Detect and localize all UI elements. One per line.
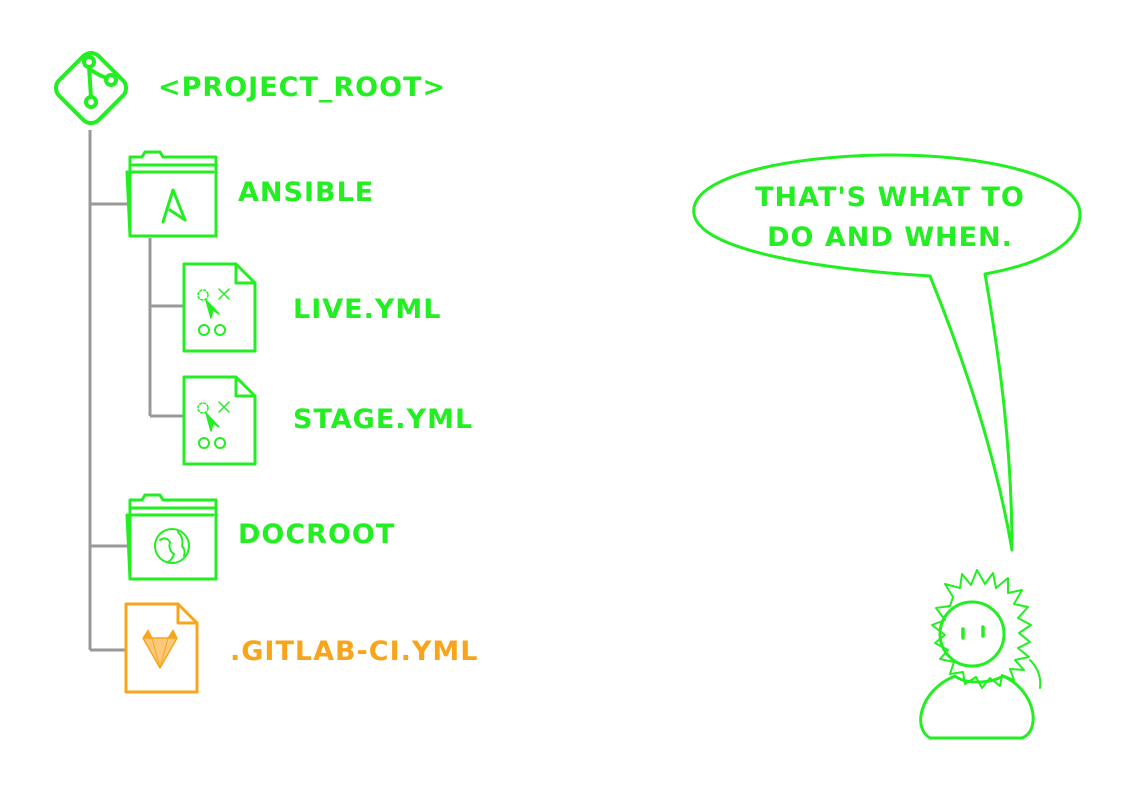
playbook-file-icon — [182, 262, 257, 353]
playbook-file-icon — [182, 375, 257, 466]
gitlab-ci-file-label: .GITLAB-CI.YML — [230, 636, 479, 667]
git-icon — [53, 50, 129, 126]
project-root-label: <PROJECT_ROOT> — [158, 72, 447, 103]
speech-bubble — [692, 153, 1082, 552]
globe-folder-icon — [125, 493, 218, 581]
stage-yml-label: STAGE.YML — [293, 404, 474, 435]
tree-lines — [88, 130, 184, 652]
speech-line-1: THAT'S WHAT TO — [755, 182, 1025, 213]
gitlab-file-icon — [124, 602, 199, 694]
docroot-folder-label: DOCROOT — [238, 519, 396, 550]
ansible-folder-label: ANSIBLE — [238, 177, 375, 208]
speech-bubble-text: THAT'S WHAT TO DO AND WHEN. — [700, 178, 1080, 258]
speech-line-2: DO AND WHEN. — [767, 222, 1013, 253]
ansible-folder-icon — [125, 150, 218, 238]
live-yml-label: LIVE.YML — [293, 294, 442, 325]
person-icon — [919, 569, 1042, 740]
